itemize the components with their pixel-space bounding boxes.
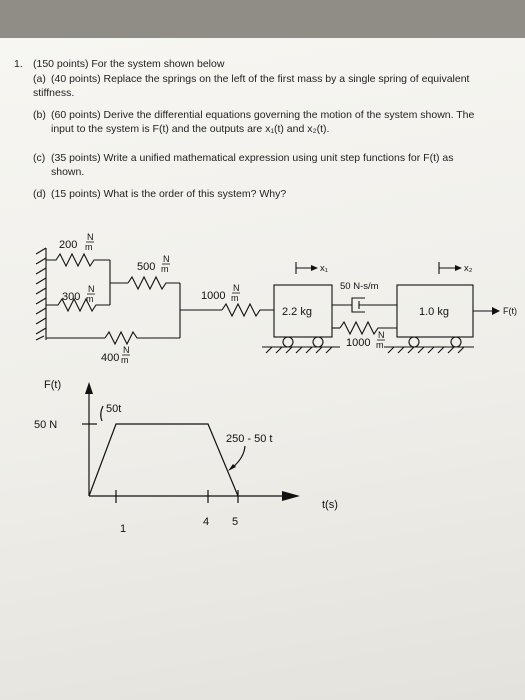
part-d-label: (d) [33, 188, 46, 200]
x2-label: x₂ [464, 263, 473, 274]
plot-level-label: 50 N [34, 419, 57, 431]
spring-300-unit-n: N [88, 284, 95, 294]
wheel-1a [282, 336, 294, 348]
x-axis-arrowhead [282, 491, 300, 501]
part-b-line2: input to the system is F(t) and the outp… [51, 123, 330, 135]
plot-xlabel: t(s) [322, 499, 338, 511]
label-pointer-up [100, 405, 104, 422]
spring-1000a-value: 1000 [201, 290, 225, 302]
spring-1000b-unit-m: m [376, 340, 384, 350]
spring-400-unit-n: N [123, 345, 130, 355]
part-d-line1: (15 points) What is the order of this sy… [51, 188, 287, 200]
part-b-label: (b) [33, 109, 46, 121]
wheel-2b [450, 336, 462, 348]
wheel-1b [312, 336, 324, 348]
mass-1 [273, 284, 333, 338]
force-plot: F(t) t(s) 50 N 50t 250 - 50 t 1 4 5 [34, 379, 338, 535]
plot-ylabel: F(t) [44, 379, 61, 391]
part-c-line2: shown. [51, 166, 85, 178]
part-c-line1: (35 points) Write a unified mathematical… [51, 152, 454, 164]
mechanical-diagram: 200 N m 500 N m 300 N m 400 N m 1000 N m… [35, 232, 517, 365]
spring-400 [104, 330, 180, 346]
spring-300 [46, 297, 110, 313]
intro-text: (150 points) For the system shown below [33, 58, 225, 70]
spring-200-unit-m: m [85, 242, 93, 252]
label-pointer-down [231, 445, 246, 469]
part-a-line1: (40 points) Replace the springs on the l… [51, 73, 470, 85]
damper-label: 50 N-s/m [340, 281, 379, 292]
spring-500-unit-m: m [161, 264, 169, 274]
spring-500 [127, 275, 180, 291]
force-curve [88, 423, 239, 497]
spring-400-value: 400 [101, 352, 119, 364]
problem-number: 1. [14, 58, 23, 70]
spring-1000b-unit-n: N [378, 330, 385, 340]
spring-500-value: 500 [137, 261, 155, 273]
x1-label: x₁ [320, 263, 328, 274]
plot-tick-5: 5 [232, 516, 238, 528]
spring-1000a-unit-m: m [231, 293, 239, 303]
part-a-line2: stiffness. [33, 87, 75, 99]
plot-ramp-down-label: 250 - 50 t [226, 433, 272, 445]
part-a-label: (a) [33, 73, 46, 85]
spring-1000b-value: 1000 [346, 337, 370, 349]
part-b-line1: (60 points) Derive the differential equa… [51, 109, 475, 121]
wall-hatching [35, 247, 47, 341]
damper-cup [351, 297, 365, 313]
part-c-label: (c) [33, 152, 46, 164]
spring-200-value: 200 [59, 239, 77, 251]
problem-intro: (150 points) For the system shown below [33, 58, 224, 71]
mass-1-label: 2.2 kg [282, 306, 312, 318]
spring-200 [46, 252, 110, 268]
spring-1000a-unit-n: N [233, 283, 240, 293]
spring-300-value: 300 [62, 291, 80, 303]
spring-300-unit-m: m [86, 294, 94, 304]
spring-1000a [221, 302, 274, 318]
spring-1000b [339, 320, 397, 336]
force-label: F(t) [503, 306, 517, 316]
plot-ramp-up-label: 50t [106, 403, 121, 415]
spring-400-unit-m: m [121, 355, 129, 365]
plot-tick-1: 1 [120, 523, 126, 535]
y-axis-arrowhead [85, 382, 93, 394]
spring-200-unit-n: N [87, 232, 94, 242]
wheel-2a [408, 336, 420, 348]
plot-tick-4: 4 [203, 516, 209, 528]
paper-sheet [0, 38, 525, 700]
mass-2-label: 1.0 kg [419, 306, 449, 318]
spring-500-unit-n: N [163, 254, 170, 264]
